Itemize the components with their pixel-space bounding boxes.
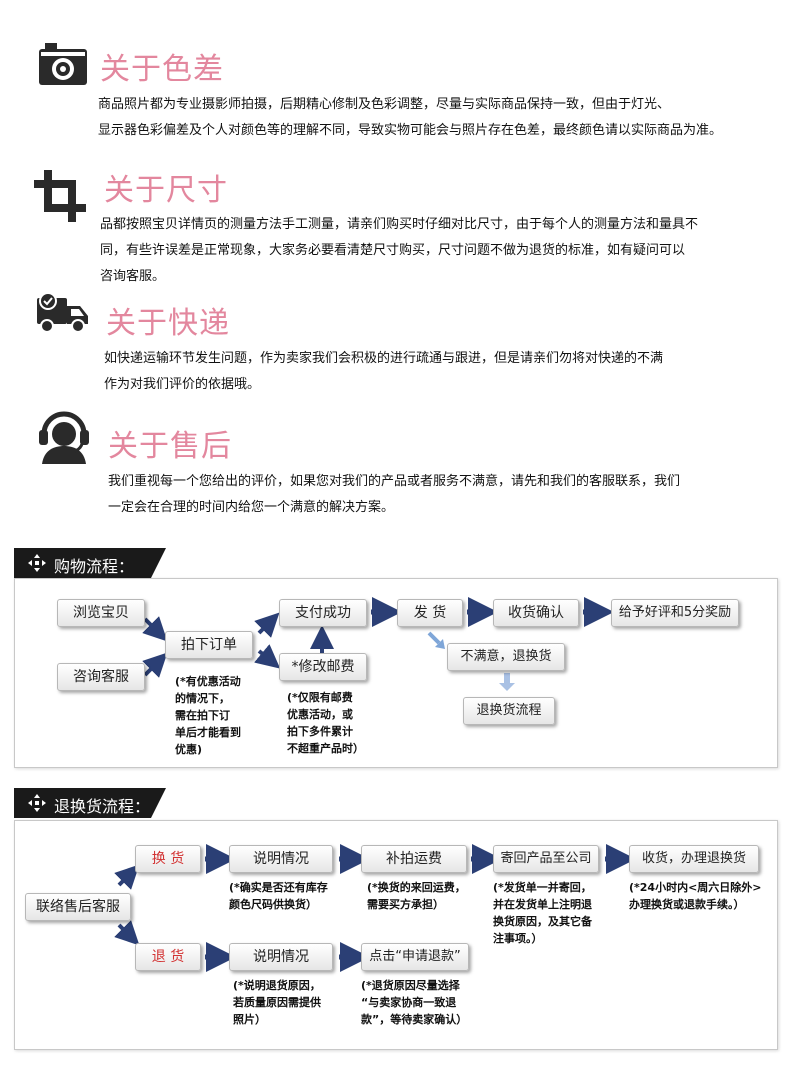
place-order-note: (*有优惠活动 的情况下， 需在拍下订 单后才能看到 优惠) <box>175 675 241 756</box>
unsatisfied-return-step: 不满意，退换货 <box>447 643 565 671</box>
return-flow-banner: 退换货流程： <box>14 788 166 818</box>
return-flow-arrows <box>114 844 636 972</box>
section-title-size: 关于尺寸 <box>104 173 228 208</box>
modify-postage-note: (*仅限有邮费 优惠活动，或 拍下多件累计 不超重产品时） <box>287 691 364 755</box>
section-title-after-sales: 关于售后 <box>108 429 232 464</box>
process-exchange-step: 收货，办理退换货 <box>629 845 759 873</box>
return-flow-step: 退换货流程 <box>463 697 555 725</box>
process-exchange-note: (*24小时内<周六日除外> 办理换货或退款手续。） <box>629 881 762 911</box>
section-text-after-sales: 我们重视每一个您给出的评价，如果您对我们的产品或者服务不满意，请先和我们的客服联… <box>108 474 681 515</box>
send-back-note: (*发货单一并寄回， 并在发货单上注明退 换货原因，及其它备 注事项。） <box>493 881 592 945</box>
diamond-arrows-icon <box>28 794 46 812</box>
ship-step: 发 货 <box>397 599 463 627</box>
section-text-delivery: 如快递运输环节发生问题，作为卖家我们会积极的进行疏通与跟进，但是请亲们勿将对快递… <box>104 351 664 392</box>
browse-items-step: 浏览宝贝 <box>57 599 145 627</box>
good-review-step: 给予好评和5分奖励 <box>611 599 739 627</box>
send-back-step: 寄回产品至公司 <box>493 845 599 873</box>
place-order-step: 拍下订单 <box>165 631 253 659</box>
section-text-color: 商品照片都为专业摄影师拍摄，后期精心修制及色彩调整，尽量与实际商品保持一致，但由… <box>98 97 723 138</box>
explain-refund-note: (*说明退货原因， 若质量原因需提供 照片） <box>233 979 321 1026</box>
refund-step: 退 货 <box>135 943 201 971</box>
delivery-truck-icon <box>36 292 90 338</box>
section-title-delivery: 关于快递 <box>106 306 230 341</box>
crop-icon <box>34 170 86 226</box>
exchange-step: 换 货 <box>135 845 201 873</box>
customer-service-headset-icon <box>36 410 92 468</box>
shopping-flow-title: 购物流程： <box>54 557 135 576</box>
shopping-flow-banner: 购物流程： <box>14 548 166 578</box>
contact-after-sales-step: 联络售后客服 <box>25 893 131 921</box>
modify-postage-step: *修改邮费 <box>279 653 367 681</box>
explain-exchange-note: (*确实是否还有库存 颜色尺码供换货） <box>229 881 328 911</box>
pay-shipping-step: 补拍运费 <box>361 845 467 873</box>
diamond-arrows-icon <box>28 554 46 572</box>
consult-service-step: 咨询客服 <box>57 663 145 691</box>
return-flow-title: 退换货流程： <box>54 797 151 816</box>
camera-icon <box>38 42 88 90</box>
section-title-color: 关于色差 <box>100 52 224 87</box>
apply-refund-step: 点击“申请退款” <box>361 943 469 971</box>
apply-refund-note: (*退货原因尽量选择 “与卖家协商一致退 款”，等待卖家确认） <box>361 979 468 1026</box>
explain-situation-refund-step: 说明情况 <box>229 943 333 971</box>
confirm-receipt-step: 收货确认 <box>493 599 579 627</box>
shopping-flow-panel: 浏览宝贝 咨询客服 拍下订单 (*有优惠活动 的情况下， 需在拍下订 单后才能看… <box>14 578 778 768</box>
section-text-size: 品都按照宝贝详情页的测量方法手工测量，请亲们购买时仔细对比尺寸，由于每个人的测量… <box>100 217 699 284</box>
shopping-flow-arrows <box>142 597 614 691</box>
explain-situation-exchange-step: 说明情况 <box>229 845 333 873</box>
return-flow-panel: 联络售后客服 换 货 说明情况 (*确实是否还有库存 颜色尺码供换货） 补拍运费… <box>14 820 778 1050</box>
payment-success-step: 支付成功 <box>279 599 367 627</box>
pay-shipping-note: (*换货的来回运费， 需要买方承担） <box>367 881 466 911</box>
